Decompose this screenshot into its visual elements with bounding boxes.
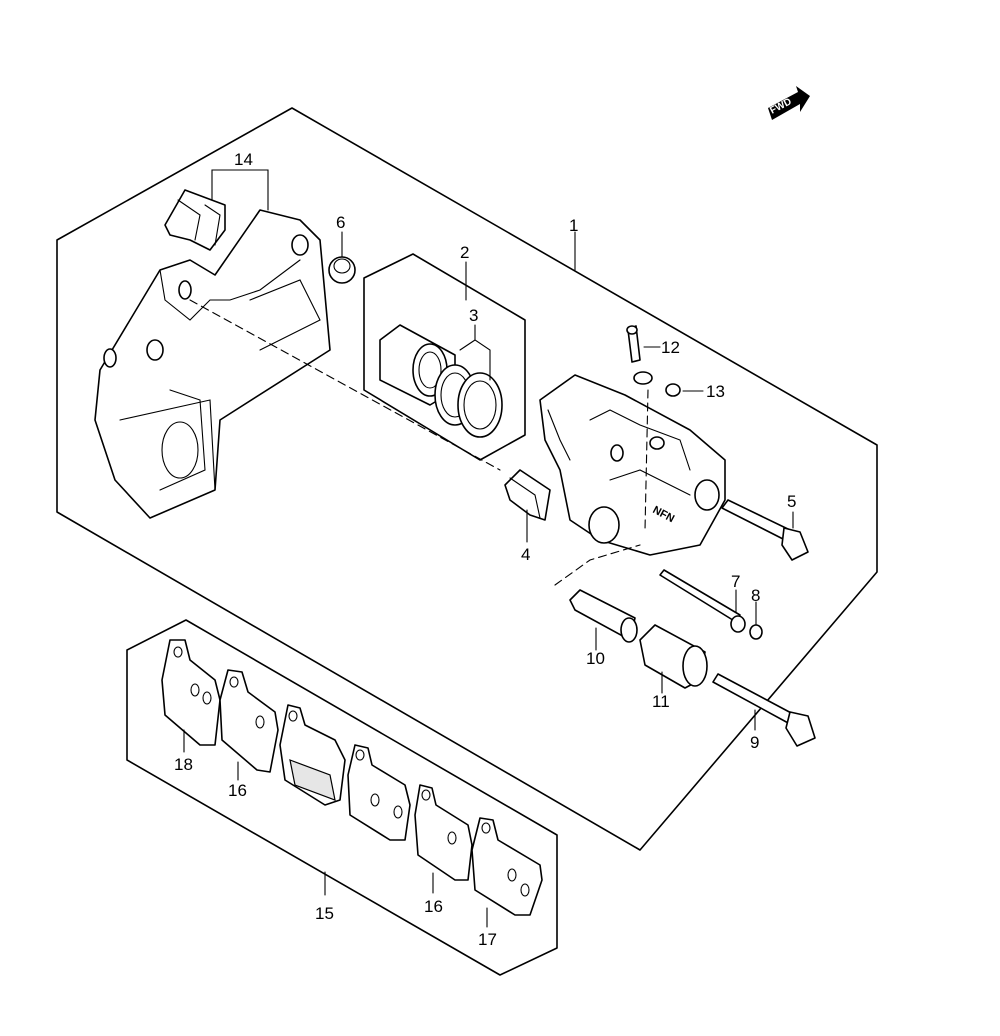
callout-7: 7 — [731, 572, 740, 591]
callout-12: 12 — [661, 338, 680, 357]
callout-16a: 16 — [228, 781, 247, 800]
bleeder-cap — [633, 371, 681, 397]
slide-pin — [659, 569, 746, 633]
guide-sleeve — [569, 589, 638, 643]
callout-9: 9 — [750, 733, 759, 752]
callout-labels: 1 2 3 4 5 6 7 8 9 10 11 12 13 14 15 16 1… — [174, 150, 796, 949]
callout-16b: 16 — [424, 897, 443, 916]
bleeder-valve — [626, 325, 641, 363]
callout-2: 2 — [460, 243, 469, 262]
callout-leaders — [183, 169, 794, 928]
callout-11: 11 — [652, 692, 670, 711]
callout-1: 1 — [569, 216, 578, 235]
callout-3: 3 — [469, 306, 478, 325]
callout-17: 17 — [478, 930, 497, 949]
callout-4: 4 — [521, 545, 530, 564]
callout-10: 10 — [586, 649, 605, 668]
caliper-bolt — [712, 673, 816, 747]
caliper-bracket — [94, 209, 331, 519]
callout-15: 15 — [315, 904, 334, 923]
piston-seal-set — [434, 364, 503, 438]
bracket-bush — [328, 256, 356, 284]
piston-group-outline — [363, 253, 526, 461]
callout-18: 18 — [174, 755, 193, 774]
brake-pad-4 — [347, 744, 411, 841]
brake-pad-5 — [414, 784, 473, 881]
callout-5: 5 — [787, 492, 796, 511]
caliper-body: NFN — [539, 374, 726, 556]
brake-pad-3 — [279, 704, 346, 806]
pad-retainer-spring — [504, 469, 551, 521]
callout-8: 8 — [751, 586, 760, 605]
slide-pin-sleeve — [749, 624, 763, 640]
callout-13: 13 — [706, 382, 725, 401]
caliper-assembly-outline — [56, 107, 878, 851]
callout-6: 6 — [336, 213, 345, 232]
pad-set-outline — [126, 619, 558, 976]
brake-pad-1 — [161, 639, 221, 746]
assembly-guide-lines — [189, 299, 649, 586]
callout-14: 14 — [234, 150, 253, 169]
pad-spring-clip — [164, 189, 226, 251]
forward-arrow-icon: FWD — [768, 86, 810, 120]
brake-pad-6 — [471, 817, 543, 916]
bracket-bolt — [721, 499, 809, 561]
guide-boot — [639, 624, 708, 689]
brake-pad-2 — [219, 669, 279, 773]
